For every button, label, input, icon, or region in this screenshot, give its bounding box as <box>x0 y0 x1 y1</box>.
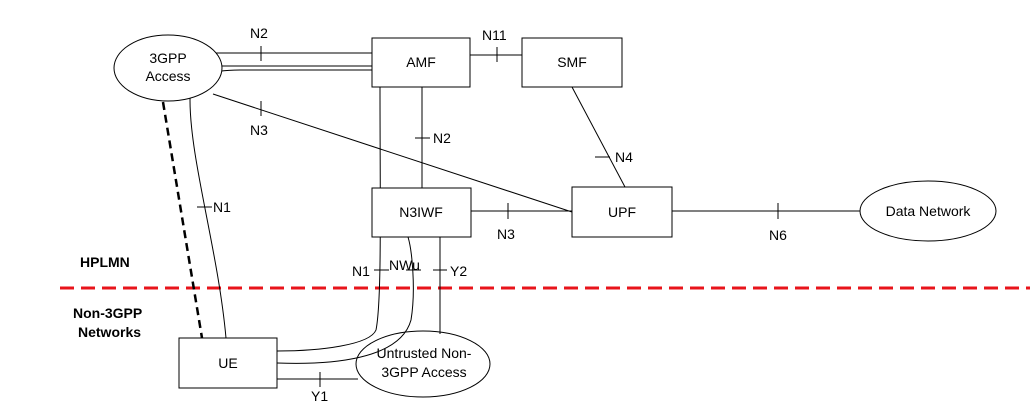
label-y1: Y1 <box>311 388 328 404</box>
path-nwu <box>276 236 414 364</box>
region-labels: HPLMN Non-3GPP Networks <box>73 254 142 340</box>
interface-labels: N2 N11 N3 N2 N4 N1 N3 N6 N1 NWu Y2 Y1 <box>213 25 787 404</box>
label-n3-upper: N3 <box>250 122 268 138</box>
node-n3iwf-label: N3IWF <box>399 204 443 220</box>
label-n2-top: N2 <box>250 25 268 41</box>
node-upf-label: UPF <box>608 204 636 220</box>
node-amf-label: AMF <box>406 54 436 70</box>
node-upf: UPF <box>571 186 673 238</box>
region-non3gpp-label-line1: Non-3GPP <box>73 305 142 321</box>
label-n4: N4 <box>615 149 633 165</box>
label-n6: N6 <box>769 227 787 243</box>
label-n1-lower: N1 <box>352 263 370 279</box>
path-n1-untrusted <box>276 86 381 352</box>
links <box>161 52 862 380</box>
node-3gpp-access: 3GPP Access <box>113 34 223 102</box>
node-untrusted-access-label-line2: 3GPP Access <box>381 364 466 380</box>
node-data-network-label: Data Network <box>886 203 972 219</box>
link-ue-access-radio <box>161 101 204 339</box>
label-n1: N1 <box>213 199 231 215</box>
node-untrusted-access-label-line1: Untrusted Non- <box>377 345 472 361</box>
node-ue: UE <box>178 337 278 389</box>
label-y2: Y2 <box>450 263 467 279</box>
link-access-upf-n3 <box>212 93 573 213</box>
node-amf: AMF <box>371 37 471 88</box>
node-3gpp-access-label-line1: 3GPP <box>149 50 186 66</box>
region-hplmn-label: HPLMN <box>80 254 130 270</box>
label-n3-lower: N3 <box>497 226 515 242</box>
node-data-network: Data Network <box>859 180 997 242</box>
link-smf-upf-n4 <box>571 86 626 188</box>
label-n11: N11 <box>482 27 507 43</box>
node-smf: SMF <box>521 37 623 88</box>
node-3gpp-access-label-line2: Access <box>145 68 190 84</box>
node-ue-label: UE <box>218 355 237 371</box>
label-n2-vertical: N2 <box>433 130 451 146</box>
region-non3gpp-label-line2: Networks <box>78 324 141 340</box>
tick-marks <box>197 46 779 387</box>
node-smf-label: SMF <box>557 54 587 70</box>
label-nwu: NWu <box>389 257 420 273</box>
node-untrusted-access: Untrusted Non- 3GPP Access <box>355 330 491 398</box>
node-n3iwf: N3IWF <box>371 187 472 238</box>
